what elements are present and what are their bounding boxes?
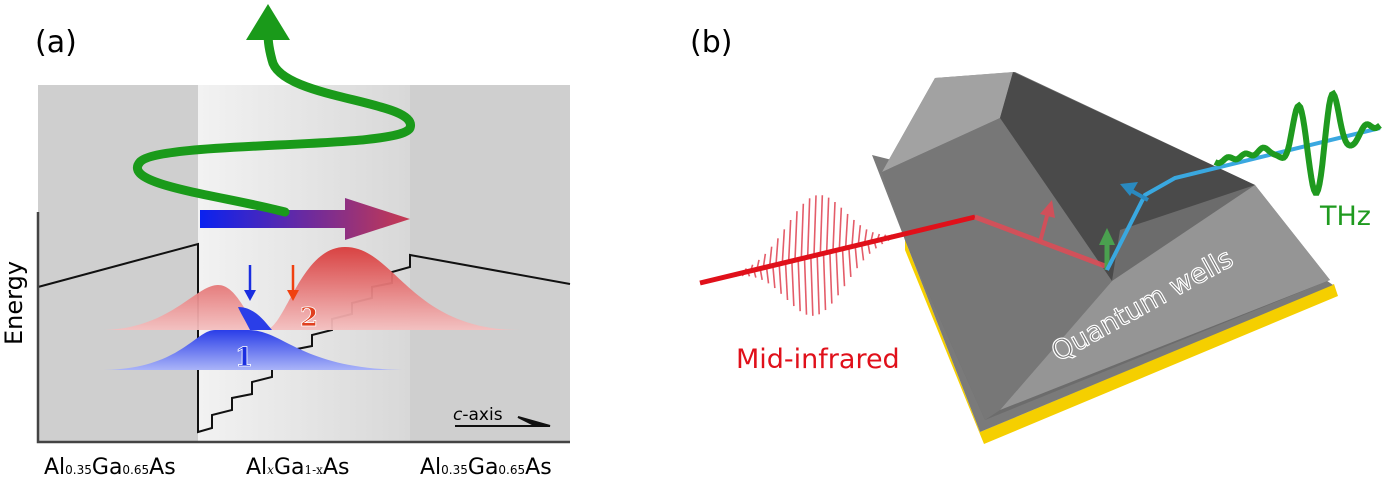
wave-segment xyxy=(844,213,849,248)
wave-segment xyxy=(819,195,824,254)
wave-segment xyxy=(787,219,792,262)
wave-segment xyxy=(854,245,858,269)
state-2-label: 2 xyxy=(300,303,318,333)
wave-segment xyxy=(816,254,820,315)
wave-segment xyxy=(825,197,830,253)
wave-segment xyxy=(772,265,776,289)
mid-infrared-beam xyxy=(699,214,976,286)
layer-label-center: AlxGa1-xAs xyxy=(246,455,349,479)
layer-label-right: Al0.35Ga0.65As xyxy=(420,455,552,479)
wave-segment xyxy=(832,201,836,251)
wave-segment xyxy=(797,259,801,312)
mid-infrared-label: Mid-infrared xyxy=(736,344,900,375)
wave-segment xyxy=(806,198,811,257)
layer-label-left: Al0.35Ga0.65As xyxy=(44,455,176,479)
thz-arrowhead-icon xyxy=(246,4,290,40)
wavefunction-2 xyxy=(100,247,520,330)
thz-wave xyxy=(1213,89,1382,196)
axis-lines xyxy=(36,212,570,444)
wave-segment xyxy=(778,263,782,294)
wave-segment xyxy=(803,257,808,315)
c-axis-label: c-axis xyxy=(453,405,503,425)
state-1-arrow-icon xyxy=(244,265,256,301)
wave-segment xyxy=(848,246,852,277)
wave-segment xyxy=(835,249,839,296)
polarization-arrow-blue-icon xyxy=(1120,182,1149,202)
state-2-arrow-icon xyxy=(287,265,299,301)
transition-arrow xyxy=(200,198,410,240)
prism-facet-back xyxy=(882,72,1013,172)
wave-segment xyxy=(791,260,795,307)
wave-segment xyxy=(841,248,846,287)
wave-segment xyxy=(781,229,786,264)
polarization-arrow-green-icon xyxy=(1099,228,1115,270)
panel-b: (b) Mid-infrared THz Quantum wells xyxy=(690,25,1382,444)
wave-segment xyxy=(784,262,789,301)
thz-emission-arrow xyxy=(133,25,415,217)
prism-facet-front xyxy=(882,118,1112,420)
wave-segment xyxy=(768,246,773,267)
wave-segment xyxy=(851,219,855,247)
wave-segment xyxy=(838,207,843,250)
c-axis-arrow-icon xyxy=(455,416,551,427)
polarization-arrow-red-icon xyxy=(1038,200,1055,243)
panel-a: (a) 1 2 c-axis Energy Al0.35Ga0.65As Alx… xyxy=(0,4,571,479)
panel-a-label: (a) xyxy=(35,25,77,60)
wave-segment xyxy=(794,211,798,261)
wave-segment xyxy=(857,225,862,245)
thz-label: THz xyxy=(1319,201,1371,232)
wave-segment xyxy=(822,253,827,311)
wave-segment xyxy=(765,266,770,284)
wave-segment xyxy=(775,238,779,265)
prism-facet-right xyxy=(1000,185,1330,410)
wavefunction-overlap xyxy=(238,307,272,330)
panel-b-label: (b) xyxy=(690,25,732,60)
wavefunction-1 xyxy=(100,330,410,370)
thz-pulse xyxy=(1213,89,1382,196)
prism-facet-top xyxy=(1000,72,1255,281)
wave-segment xyxy=(813,195,817,256)
energy-axis-label: Energy xyxy=(0,261,28,345)
wave-segment xyxy=(800,203,805,259)
state-1-label: 1 xyxy=(235,343,253,373)
wave-segment xyxy=(829,251,833,304)
mid-infrared-pulse xyxy=(699,195,893,316)
wave-segment xyxy=(810,256,814,316)
